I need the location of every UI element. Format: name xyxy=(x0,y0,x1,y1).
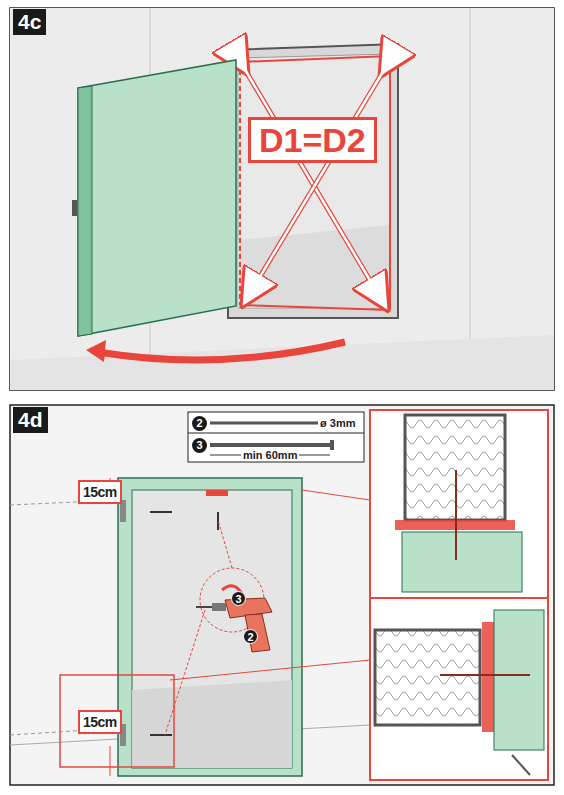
callout-number-text: 2 xyxy=(244,630,257,645)
diameter-label: ø 3mm xyxy=(318,417,357,429)
callout-number: 3 xyxy=(231,591,246,606)
dimension-label-text: 15cm xyxy=(83,714,117,730)
length-label: min 60mm xyxy=(241,449,299,461)
dimension-label: 15cm xyxy=(78,480,122,504)
equality-label: D1=D2 xyxy=(248,117,377,163)
callout-number-text: 3 xyxy=(232,592,245,607)
dimension-label-text: 15cm xyxy=(83,484,117,500)
callout-number: 3 xyxy=(192,438,207,453)
panel-badge-text: 4c xyxy=(18,10,41,34)
panel-badge: 4c xyxy=(13,9,46,35)
callout-number: 2 xyxy=(192,416,207,431)
equality-label-text: D1=D2 xyxy=(259,121,366,159)
callout-number: 2 xyxy=(243,629,258,644)
callout-number-text: 3 xyxy=(192,438,207,453)
panel-badge-text: 4d xyxy=(18,408,43,432)
panel-badge: 4d xyxy=(13,407,48,433)
dimension-label: 15cm xyxy=(78,710,122,734)
callout-number-text: 2 xyxy=(192,416,207,431)
